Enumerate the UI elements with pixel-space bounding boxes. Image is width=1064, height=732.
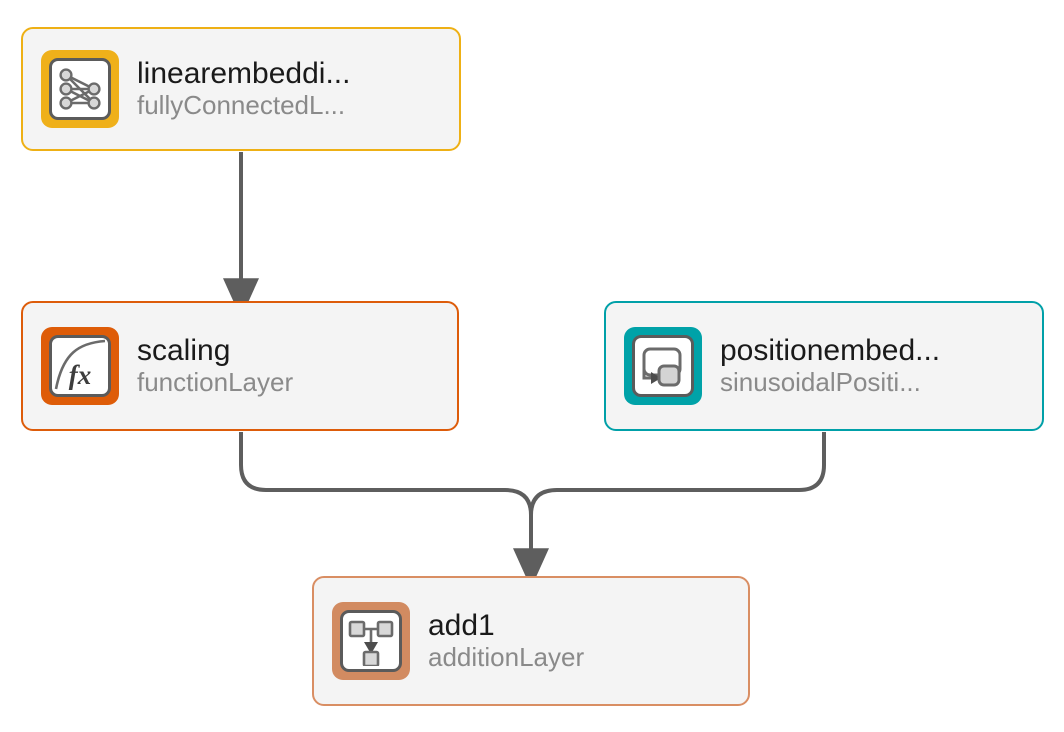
- node-label-group: scaling functionLayer: [137, 334, 293, 398]
- node-icon-badge: [41, 50, 119, 128]
- node-icon-badge: fx: [41, 327, 119, 405]
- node-scaling[interactable]: fx scaling functionLayer: [21, 301, 459, 431]
- node-label-group: positionembed... sinusoidalPositi...: [720, 334, 940, 398]
- edge-scaling-to-add1: [239, 432, 549, 589]
- svg-text:fx: fx: [69, 360, 92, 390]
- node-linearembedding[interactable]: linearembeddi... fullyConnectedL...: [21, 27, 461, 151]
- node-subtitle: additionLayer: [428, 642, 585, 673]
- node-title: add1: [428, 609, 495, 643]
- node-subtitle: sinusoidalPositi...: [720, 367, 921, 398]
- fully-connected-layer-icon: [59, 68, 101, 110]
- node-icon-badge: [624, 327, 702, 405]
- edge-positionembedding-to-add1: [529, 432, 826, 545]
- node-label-group: add1 additionLayer: [428, 609, 584, 673]
- function-layer-fx-icon: fx: [54, 339, 106, 390]
- sinusoidal-position-embedding-icon: [642, 347, 682, 387]
- node-title: linearembeddi...: [137, 57, 351, 91]
- addition-layer-icon: [348, 620, 394, 666]
- node-icon-badge: [332, 602, 410, 680]
- node-label-group: linearembeddi... fullyConnectedL...: [137, 57, 350, 121]
- node-add1[interactable]: add1 additionLayer: [312, 576, 750, 706]
- node-positionembedding[interactable]: positionembed... sinusoidalPositi...: [604, 301, 1044, 431]
- node-subtitle: functionLayer: [137, 367, 294, 398]
- node-subtitle: fullyConnectedL...: [137, 90, 346, 121]
- node-title: positionembed...: [720, 334, 941, 368]
- node-title: scaling: [137, 334, 231, 368]
